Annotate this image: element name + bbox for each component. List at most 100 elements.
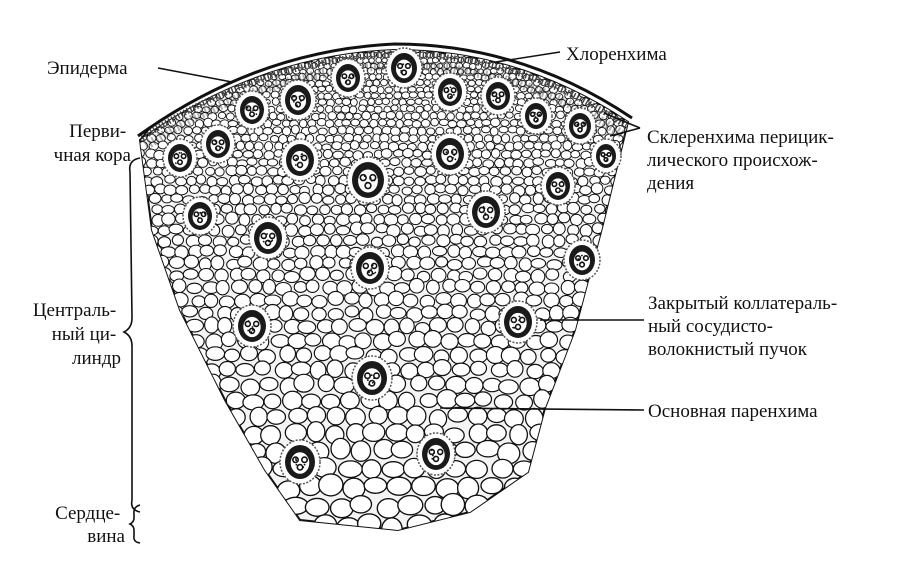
parenchyma-cell bbox=[590, 182, 604, 195]
parenchyma-cell bbox=[257, 50, 264, 54]
parenchyma-cell bbox=[511, 245, 527, 259]
parenchyma-cell bbox=[140, 440, 142, 460]
parenchyma-cell bbox=[556, 134, 566, 144]
parenchyma-cell bbox=[315, 266, 331, 281]
parenchyma-cell bbox=[117, 53, 124, 57]
parenchyma-cell bbox=[619, 233, 628, 246]
label-sclerenchyma: Склеренхима перицик- лического происхож-… bbox=[647, 127, 839, 194]
parenchyma-cell bbox=[175, 176, 188, 187]
parenchyma-cell bbox=[227, 51, 234, 58]
parenchyma-cell bbox=[525, 223, 541, 236]
parenchyma-cell bbox=[444, 183, 458, 195]
vascular-bundle bbox=[351, 355, 393, 401]
parenchyma-cell bbox=[446, 112, 455, 121]
parenchyma-cell bbox=[519, 214, 533, 225]
parenchyma-cell bbox=[119, 428, 138, 442]
label-central-cylinder-line-3: линдр bbox=[72, 348, 121, 369]
parenchyma-cell bbox=[191, 514, 215, 530]
parenchyma-cell bbox=[369, 141, 380, 150]
parenchyma-cell bbox=[515, 50, 523, 53]
parenchyma-cell bbox=[408, 91, 418, 99]
label-closed-bundle-line-1: Закрытый коллатераль- bbox=[648, 293, 837, 314]
parenchyma-cell bbox=[173, 345, 192, 365]
parenchyma-cell bbox=[185, 50, 193, 53]
parenchyma-cell bbox=[503, 255, 518, 270]
parenchyma-cell bbox=[467, 79, 476, 87]
curly-brace-icon bbox=[122, 157, 141, 513]
phloem-cell bbox=[430, 449, 433, 452]
parenchyma-cell bbox=[480, 320, 497, 337]
parenchyma-cell bbox=[334, 183, 347, 195]
parenchyma-cell bbox=[532, 203, 546, 214]
parenchyma-cell bbox=[217, 193, 231, 204]
parenchyma-cell bbox=[363, 126, 374, 135]
parenchyma-cell bbox=[591, 377, 614, 395]
parenchyma-cell bbox=[232, 149, 244, 159]
parenchyma-cell bbox=[325, 84, 334, 93]
parenchyma-cell bbox=[279, 344, 297, 363]
parenchyma-cell bbox=[304, 333, 322, 347]
parenchyma-cell bbox=[395, 110, 404, 120]
phloem-cell bbox=[365, 181, 368, 184]
parenchyma-cell bbox=[621, 244, 628, 260]
parenchyma-cell bbox=[140, 118, 142, 128]
parenchyma-cell bbox=[390, 244, 405, 258]
parenchyma-cell bbox=[509, 192, 521, 204]
phloem-cell bbox=[453, 154, 456, 157]
parenchyma-cell bbox=[520, 134, 530, 143]
parenchyma-cell bbox=[387, 290, 405, 307]
parenchyma-cell bbox=[131, 68, 138, 74]
parenchyma-cell bbox=[635, 80, 641, 86]
parenchyma-cell bbox=[643, 224, 654, 236]
parenchyma-cell bbox=[181, 358, 202, 378]
parenchyma-cell bbox=[168, 256, 186, 269]
parenchyma-cell bbox=[188, 498, 212, 520]
parenchyma-cell bbox=[140, 291, 144, 306]
parenchyma-cell bbox=[531, 148, 542, 159]
parenchyma-cell bbox=[368, 405, 389, 425]
parenchyma-cell bbox=[240, 378, 261, 397]
phloem-cell bbox=[495, 96, 498, 98]
parenchyma-cell bbox=[570, 150, 581, 159]
parenchyma-cell bbox=[500, 235, 515, 247]
parenchyma-cell bbox=[140, 244, 149, 257]
parenchyma-cell bbox=[342, 234, 358, 246]
parenchyma-cell bbox=[408, 134, 419, 144]
parenchyma-cell bbox=[140, 112, 142, 121]
parenchyma-cell bbox=[322, 184, 335, 196]
parenchyma-cell bbox=[574, 345, 591, 364]
parenchyma-cell bbox=[140, 85, 146, 93]
parenchyma-cell bbox=[469, 360, 488, 376]
parenchyma-cell bbox=[255, 165, 268, 176]
parenchyma-cell bbox=[425, 279, 440, 295]
phloem-cell bbox=[348, 76, 350, 79]
parenchyma-cell bbox=[414, 176, 426, 187]
parenchyma-cell bbox=[140, 98, 144, 106]
parenchyma-cell bbox=[643, 73, 650, 79]
phloem-cell bbox=[561, 180, 563, 183]
parenchyma-cell bbox=[563, 158, 575, 168]
parenchyma-cell bbox=[355, 233, 370, 246]
parenchyma-cell bbox=[489, 234, 502, 246]
parenchyma-cell bbox=[435, 174, 447, 185]
parenchyma-cell bbox=[327, 111, 337, 121]
parenchyma-cell bbox=[511, 165, 522, 176]
parenchyma-cell bbox=[472, 103, 481, 113]
phloem-cell bbox=[449, 86, 452, 89]
parenchyma-cell bbox=[238, 67, 246, 75]
parenchyma-cell bbox=[350, 440, 372, 462]
phloem-cell bbox=[538, 114, 541, 116]
parenchyma-cell bbox=[187, 334, 205, 349]
parenchyma-cell bbox=[420, 118, 431, 128]
phloem-cell bbox=[534, 116, 537, 118]
parenchyma-cell bbox=[112, 269, 127, 282]
parenchyma-cell bbox=[577, 377, 596, 392]
parenchyma-cell bbox=[646, 106, 653, 112]
parenchyma-cell bbox=[204, 62, 212, 70]
parenchyma-cell bbox=[145, 514, 170, 530]
parenchyma-cell bbox=[205, 442, 227, 463]
phloem-cell bbox=[351, 74, 354, 77]
vascular-bundle bbox=[232, 304, 272, 348]
parenchyma-cell bbox=[332, 165, 343, 176]
parenchyma-cell bbox=[119, 176, 130, 184]
